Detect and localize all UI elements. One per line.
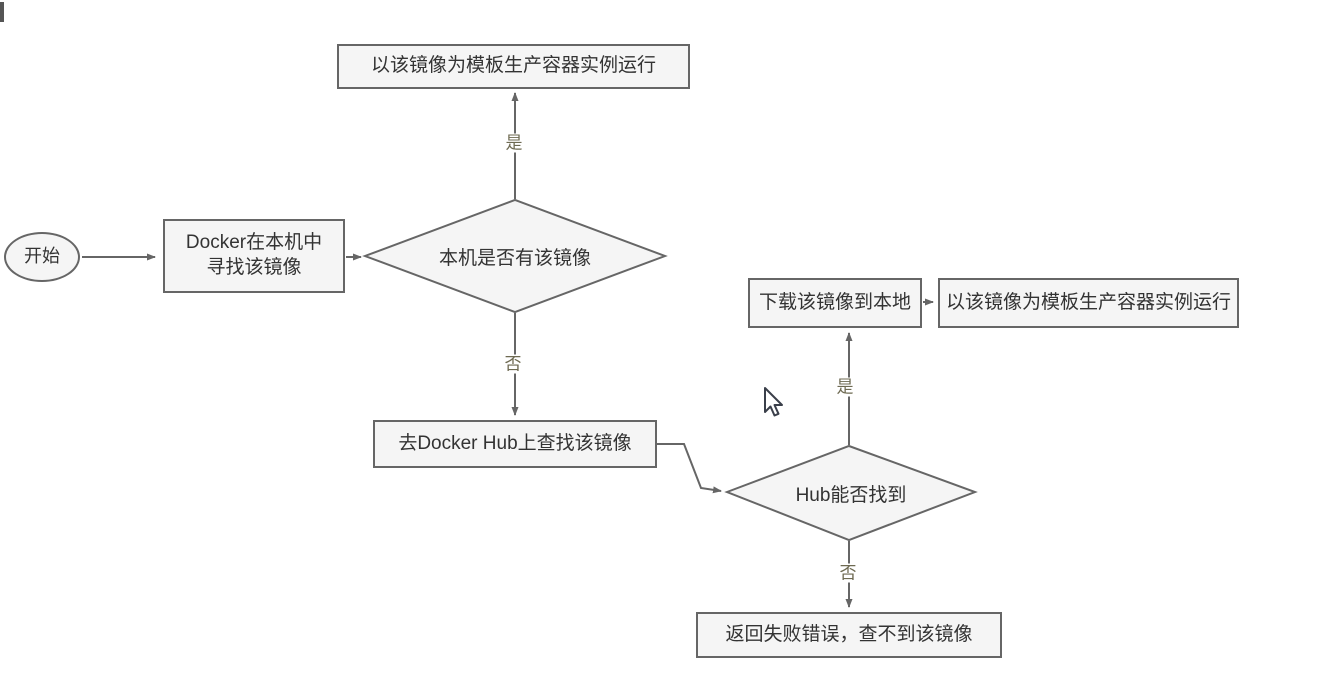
edge-label-local-yes: 是	[503, 133, 525, 153]
node-return-error: 返回失败错误，查不到该镜像	[696, 612, 1002, 658]
node-download-image: 下载该镜像到本地	[748, 278, 922, 328]
node-find-local-image: Docker在本机中 寻找该镜像	[163, 219, 345, 293]
node-run-instance-top: 以该镜像为模板生产容器实例运行	[337, 44, 690, 89]
node-search-hub-label: 去Docker Hub上查找该镜像	[398, 432, 632, 454]
node-find-local-line1: Docker在本机中	[185, 232, 323, 254]
node-hub-found-decision-shape	[724, 444, 978, 542]
node-run-instance-right-label: 以该镜像为模板生产容器实例运行	[945, 291, 1231, 313]
node-find-local-line2: 寻找该镜像	[206, 257, 302, 278]
edge-label-local-no: 否	[502, 354, 524, 374]
node-run-instance-top-label: 以该镜像为模板生产容器实例运行	[370, 55, 656, 77]
node-start: 开始	[4, 232, 80, 282]
node-local-image-decision-shape	[362, 198, 668, 314]
edge-label-hub-no: 否	[837, 563, 859, 583]
node-return-error-label: 返回失败错误，查不到该镜像	[725, 623, 973, 645]
mouse-pointer-icon	[764, 387, 783, 417]
edge-label-hub-yes: 是	[834, 377, 856, 397]
node-start-label: 开始	[24, 246, 60, 267]
text-caret	[0, 2, 4, 22]
edge-search-hub-to-hub-decision	[657, 443, 722, 494]
node-run-instance-right: 以该镜像为模板生产容器实例运行	[938, 278, 1239, 328]
node-search-hub: 去Docker Hub上查找该镜像	[373, 420, 657, 468]
node-download-image-label: 下载该镜像到本地	[758, 291, 911, 313]
